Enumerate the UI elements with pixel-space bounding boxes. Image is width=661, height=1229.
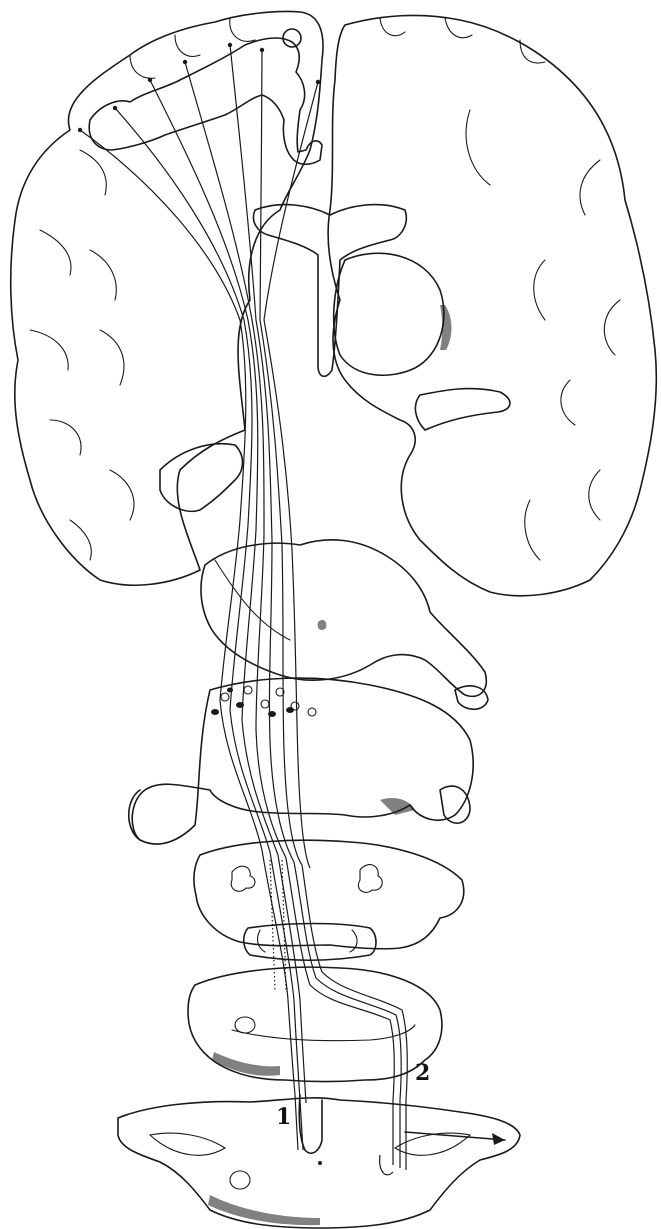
- right-sulcus: [525, 500, 540, 560]
- crossing-fiber: [302, 865, 407, 1100]
- corticospinal-fiber-bundle: [80, 45, 318, 868]
- cortex-gyrus: [130, 55, 155, 78]
- crossing-fiber: [294, 862, 401, 1100]
- left-sulcus: [80, 150, 106, 195]
- upper-medulla-outline: [194, 840, 464, 949]
- motor-homunculus: [78, 29, 322, 164]
- middle-cerebellar-peduncle-right: [440, 786, 470, 823]
- label-decussated-tract: 1: [276, 1104, 291, 1130]
- motor-neuron-synapse: [380, 1155, 393, 1175]
- inferior-olive-right: [358, 865, 382, 893]
- shading: [208, 1195, 320, 1225]
- thalamus: [334, 253, 444, 375]
- left-sulcus: [50, 420, 81, 455]
- pontine-nuclei: [211, 686, 316, 717]
- left-sulcus: [90, 250, 116, 300]
- shading: [380, 798, 415, 815]
- shading: [440, 305, 452, 350]
- pons-outline: [132, 678, 473, 844]
- peduncle-stump: [455, 686, 488, 709]
- central-canal: [318, 1161, 322, 1165]
- aqueduct-mark: [318, 620, 327, 630]
- spinal-nucleus: [230, 1171, 250, 1189]
- band-curl-left: [258, 930, 265, 952]
- fiber-6: [260, 50, 302, 865]
- lower-medulla-decussation: [188, 850, 442, 1103]
- fiber-5: [230, 45, 294, 862]
- fiber-2: [115, 108, 270, 852]
- cortex-gyrus: [380, 18, 405, 36]
- right-hemisphere-outline: [328, 15, 656, 595]
- central-canal-band: [232, 1025, 415, 1041]
- temporal-lobe-fragment: [160, 444, 243, 512]
- cortex-gyrus: [230, 18, 255, 41]
- left-sulcus: [40, 230, 71, 275]
- fiber-3: [150, 80, 278, 855]
- third-ventricle-tail: [415, 389, 510, 430]
- left-sulcus: [100, 330, 124, 385]
- lateral-ventricle: [253, 205, 406, 377]
- left-sulcus: [70, 520, 91, 560]
- efferent-arrow-head: [492, 1133, 505, 1145]
- cortex-gyrus: [520, 40, 545, 63]
- nucleus-gracilis-left: [235, 1017, 255, 1033]
- inferior-olive-left: [231, 866, 255, 891]
- dorsal-horn-left: [150, 1133, 225, 1155]
- homunculus-figure: [89, 38, 322, 164]
- right-sulcus: [466, 110, 490, 185]
- crossing-fiber: [286, 858, 394, 1100]
- right-sulcus: [534, 260, 545, 320]
- left-hemisphere-outline: [11, 11, 323, 585]
- fiber-7: [264, 82, 318, 868]
- spinal-cord-section: [118, 1095, 520, 1228]
- left-sulcus: [30, 330, 68, 370]
- lateral-tract-fiber: [295, 1095, 298, 1150]
- band-curl-right: [350, 930, 357, 952]
- cortex-gyrus: [175, 35, 200, 56]
- label-uncrossed-tract: 2: [415, 1060, 430, 1086]
- homunculus-head: [283, 29, 301, 47]
- shading: [212, 1052, 280, 1076]
- right-sulcus: [589, 470, 600, 520]
- upper-medulla-section: [194, 840, 464, 949]
- right-sulcus: [561, 380, 575, 425]
- fiber-4: [185, 62, 286, 858]
- right-sulcus: [580, 160, 600, 215]
- left-sulcus: [110, 470, 134, 520]
- right-sulcus: [604, 300, 620, 355]
